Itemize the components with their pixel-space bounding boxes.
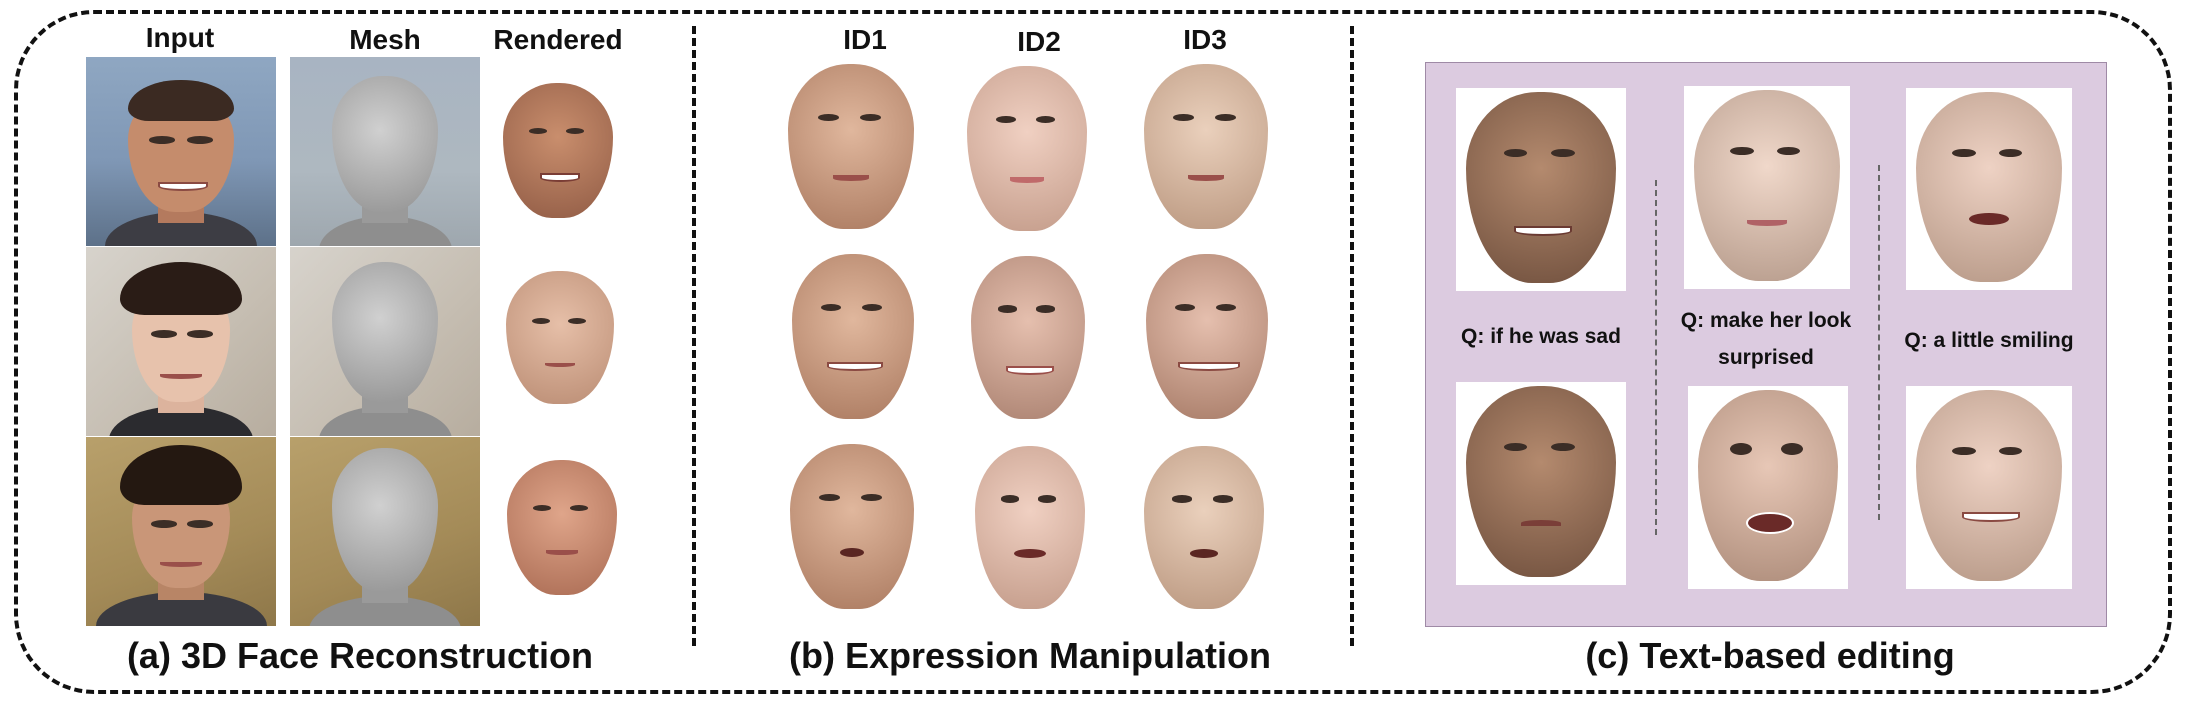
input-photo-3 (86, 437, 276, 626)
query-2: Q: make her look surprised (1680, 309, 1852, 369)
edit-3-after (1906, 386, 2072, 589)
id1-expression-1 (776, 60, 926, 240)
panel-divider-ab (692, 26, 696, 646)
id3-expression-3 (1132, 442, 1276, 620)
edit-divider-1 (1655, 180, 1657, 535)
outer-dashed-frame (14, 10, 2172, 694)
id2-expression-1 (956, 62, 1098, 242)
id3-expression-1 (1132, 60, 1280, 240)
header-rendered: Rendered (493, 24, 623, 55)
rendered-3 (496, 457, 628, 607)
panel-divider-bc (1350, 26, 1354, 646)
rendered-1 (492, 80, 624, 230)
id3-expression-2 (1134, 250, 1280, 430)
rendered-2 (496, 268, 624, 416)
id1-expression-3 (778, 440, 926, 620)
mesh-3 (290, 437, 480, 626)
caption-c: (c) Text-based editing (1585, 635, 1955, 676)
edit-1-before (1456, 88, 1626, 291)
header-id1: ID1 (843, 24, 887, 55)
header-id2: ID2 (1017, 26, 1061, 57)
edit-3-before (1906, 88, 2072, 290)
edit-2-after (1688, 386, 1848, 589)
input-photo-2 (86, 247, 276, 436)
id2-expression-2 (960, 252, 1096, 430)
caption-a: (a) 3D Face Reconstruction (126, 635, 594, 676)
header-id3: ID3 (1183, 24, 1227, 55)
id2-expression-3 (964, 442, 1096, 620)
id1-expression-2 (780, 250, 926, 430)
edit-divider-2 (1878, 165, 1880, 520)
edit-1-after (1456, 382, 1626, 585)
mesh-1 (290, 57, 480, 246)
query-3: Q: a little smiling (1904, 329, 2074, 352)
mesh-2 (290, 247, 480, 436)
query-1: Q: if he was sad (1461, 325, 1621, 348)
input-photo-1 (86, 57, 276, 246)
header-input: Input (145, 22, 215, 53)
edit-2-before (1684, 86, 1850, 289)
header-mesh: Mesh (349, 24, 421, 55)
caption-b: (b) Expression Manipulation (788, 635, 1272, 676)
